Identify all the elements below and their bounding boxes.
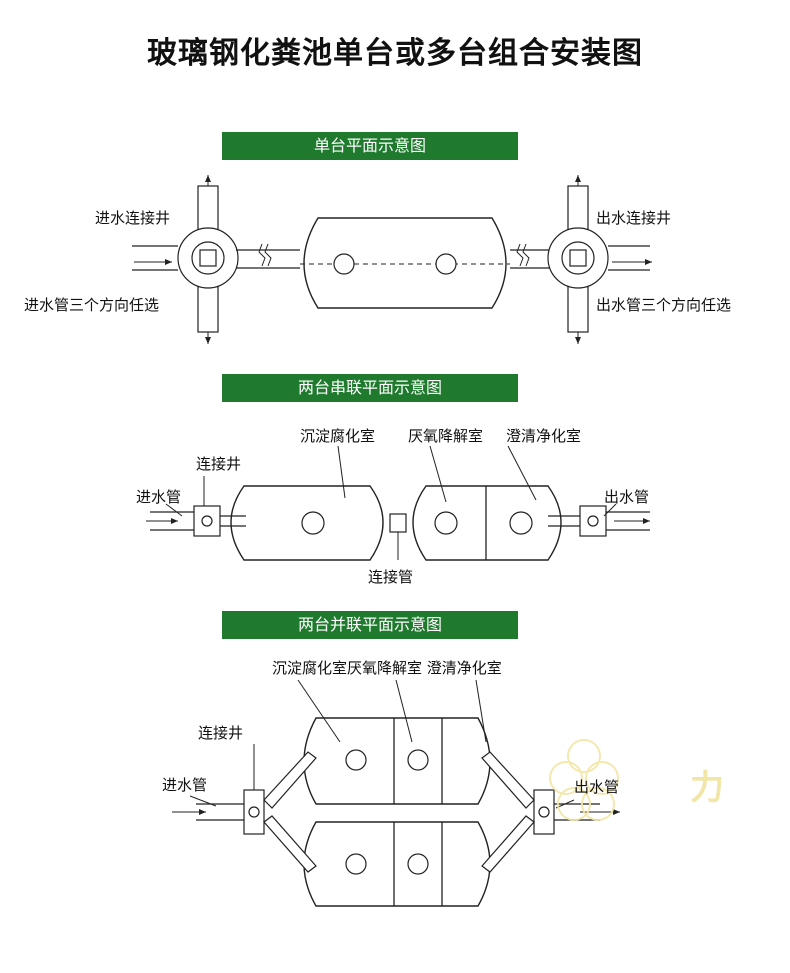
single-unit-diagram — [132, 175, 652, 344]
series-diagram — [146, 445, 650, 561]
inlet-pipe-label-2: 进水管 — [136, 488, 182, 506]
outlet-well-label: 出水连接井 — [596, 209, 672, 227]
section1-banner: 单台平面示意图 — [222, 132, 518, 160]
watermark-flower — [549, 739, 619, 821]
sedimentation-chamber-label: 沉淀腐化室 — [300, 427, 376, 445]
parallel-diagram — [172, 679, 620, 907]
page-title: 玻璃钢化粪池单台或多台组合安装图 — [147, 36, 643, 71]
section2-banner: 两台串联平面示意图 — [222, 374, 518, 402]
inlet-pipe-label-3: 进水管 — [162, 776, 208, 794]
outlet-pipe-label-2: 出水管 — [604, 488, 650, 506]
outlet-pipe-label-3: 出水管 — [574, 778, 620, 796]
section3-banner: 两台并联平面示意图 — [222, 611, 518, 639]
clarification-chamber-label: 澄清净化室 — [506, 427, 582, 445]
parallel-chambers-label: 沉淀腐化室厌氧降解室 澄清净化室 — [272, 659, 502, 677]
connection-well-label: 连接井 — [196, 455, 242, 473]
anaerobic-chamber-label: 厌氧降解室 — [408, 427, 484, 445]
inlet-pipe-label: 进水管三个方向任选 — [24, 296, 160, 314]
inlet-well-label: 进水连接井 — [95, 209, 171, 227]
watermark-text: 力 — [690, 768, 724, 808]
connector-pipe-label: 连接管 — [368, 568, 414, 586]
outlet-pipe-label: 出水管三个方向任选 — [596, 296, 732, 314]
connection-well-label-3: 连接井 — [198, 724, 244, 742]
